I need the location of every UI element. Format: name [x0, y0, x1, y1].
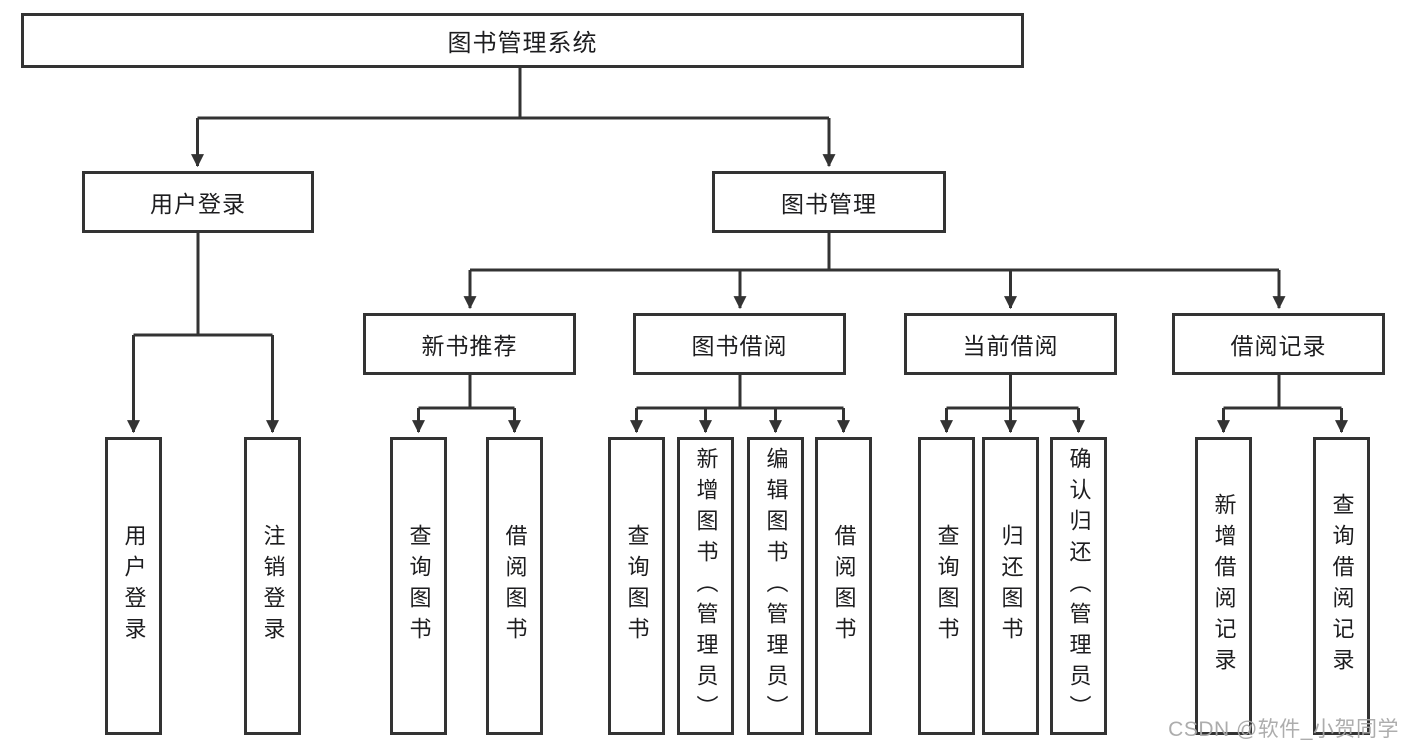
- node-book-borrowing: 图书借阅: [633, 313, 846, 375]
- leaf-borrow-book-recommend-label: 借阅图书: [502, 524, 528, 648]
- node-user-login-label: 用户登录: [150, 191, 246, 217]
- csdn-watermark: CSDN @软件_小贺同学: [1168, 718, 1399, 741]
- leaf-query-book-current: 查询图书: [918, 437, 975, 735]
- leaf-borrow-book-recommend: 借阅图书: [486, 437, 543, 735]
- leaf-edit-book-admin-label: 编辑图书（管理员）: [763, 446, 789, 726]
- leaf-logout: 注销登录: [244, 437, 301, 735]
- leaf-query-book-recommend: 查询图书: [390, 437, 447, 735]
- node-current-borrowing-label: 当前借阅: [962, 333, 1059, 359]
- node-library-management-system-label: 图书管理系统: [447, 30, 598, 57]
- node-book-management-label: 图书管理: [781, 191, 877, 217]
- node-current-borrowing: 当前借阅: [904, 313, 1117, 375]
- leaf-query-book-borrowing: 查询图书: [608, 437, 665, 735]
- leaf-query-borrow-record-label: 查询借阅记录: [1329, 493, 1355, 679]
- node-borrowing-records-label: 借阅记录: [1230, 333, 1327, 359]
- leaf-add-borrow-record-label: 新增借阅记录: [1211, 493, 1237, 679]
- leaf-confirm-return-admin-label: 确认归还（管理员）: [1066, 446, 1092, 726]
- leaf-return-book: 归还图书: [982, 437, 1039, 735]
- leaf-user-login-label: 用户登录: [121, 524, 147, 648]
- node-book-management: 图书管理: [712, 171, 946, 233]
- node-borrowing-records: 借阅记录: [1172, 313, 1385, 375]
- leaf-add-book-admin: 新增图书（管理员）: [677, 437, 734, 735]
- node-new-book-recommend-label: 新书推荐: [421, 333, 518, 359]
- leaf-query-book-borrowing-label: 查询图书: [624, 524, 650, 648]
- leaf-confirm-return-admin: 确认归还（管理员）: [1050, 437, 1107, 735]
- leaf-query-book-recommend-label: 查询图书: [406, 524, 432, 648]
- leaf-add-borrow-record: 新增借阅记录: [1195, 437, 1252, 735]
- leaf-return-book-label: 归还图书: [998, 524, 1024, 648]
- leaf-borrow-book-borrowing-label: 借阅图书: [831, 524, 857, 648]
- leaf-query-borrow-record: 查询借阅记录: [1313, 437, 1370, 735]
- leaf-query-book-current-label: 查询图书: [934, 524, 960, 648]
- leaf-add-book-admin-label: 新增图书（管理员）: [693, 446, 719, 726]
- node-library-management-system: 图书管理系统: [21, 13, 1024, 68]
- leaf-edit-book-admin: 编辑图书（管理员）: [747, 437, 804, 735]
- leaf-borrow-book-borrowing: 借阅图书: [815, 437, 872, 735]
- node-book-borrowing-label: 图书借阅: [691, 333, 788, 359]
- node-new-book-recommend: 新书推荐: [363, 313, 576, 375]
- leaf-user-login: 用户登录: [105, 437, 162, 735]
- leaf-logout-label: 注销登录: [260, 524, 286, 648]
- node-user-login: 用户登录: [82, 171, 314, 233]
